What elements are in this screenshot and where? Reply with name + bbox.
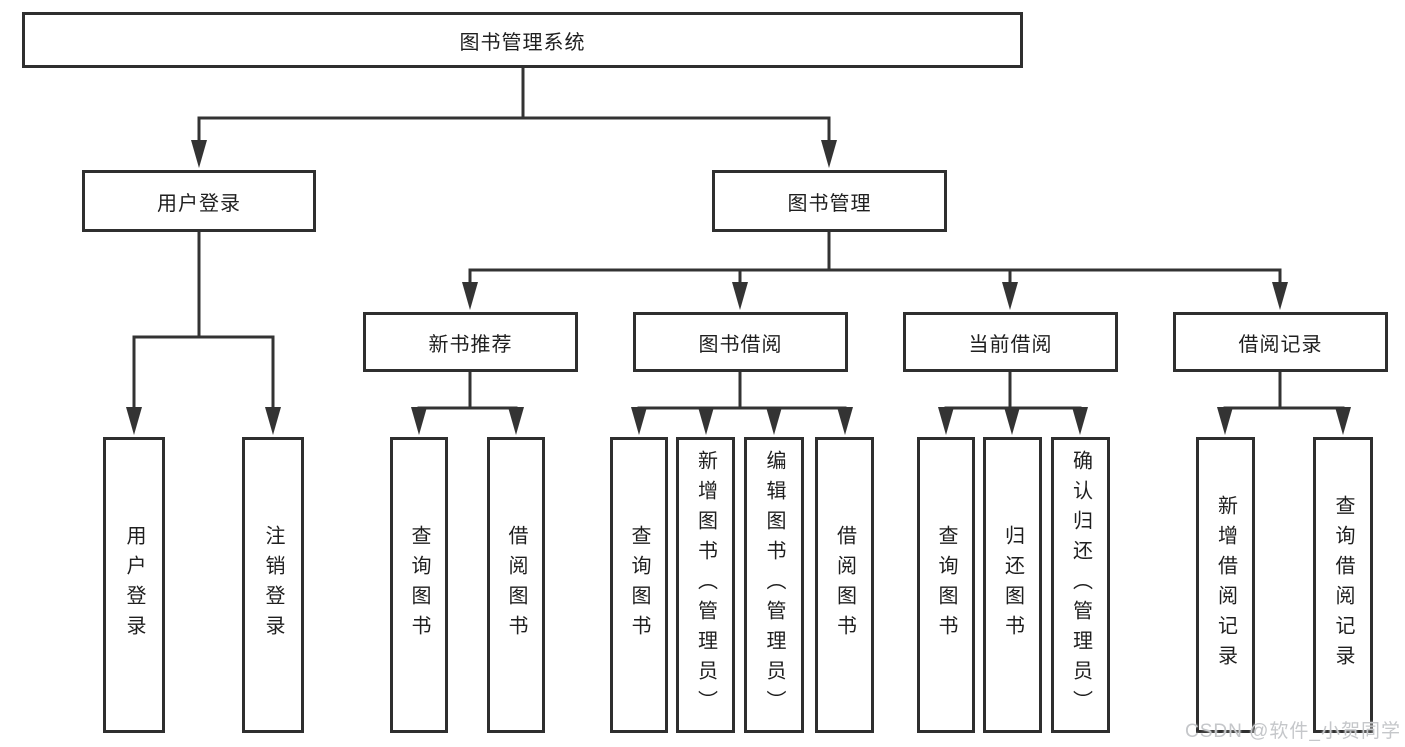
leaf-logout-label: 注销登录: [262, 525, 284, 645]
node-borrow-records: 借阅记录: [1173, 312, 1388, 372]
leaf-user-login: 用户登录: [103, 437, 165, 733]
leaf-borrow-books-2-label: 借阅图书: [833, 525, 856, 645]
leaf-add-book-admin-label: 新增图书（管理员）: [694, 450, 717, 720]
node-current-borrow-label: 当前借阅: [968, 333, 1053, 356]
node-new-book-recommend-label: 新书推荐: [428, 333, 513, 356]
leaf-borrow-books-2: 借阅图书: [815, 437, 874, 733]
connector-userlogin-to-leaves: [126, 230, 281, 435]
node-current-borrow: 当前借阅: [903, 312, 1118, 372]
leaf-query-books-2-label: 查询图书: [628, 525, 650, 645]
leaf-query-books-2: 查询图书: [610, 437, 668, 733]
connector-records-to-leaves: [1217, 370, 1351, 435]
connector-bookmgmt-to-level3: [462, 230, 1288, 310]
leaf-confirm-return-admin: 确认归还（管理员）: [1051, 437, 1110, 733]
leaf-user-login-label: 用户登录: [123, 525, 145, 645]
leaf-query-borrow-record: 查询借阅记录: [1313, 437, 1373, 733]
connector-bookborrow-to-leaves: [631, 370, 853, 435]
connector-root-to-level2: [191, 66, 837, 168]
connector-currentborrow-to-leaves: [938, 370, 1088, 435]
leaf-query-books-1: 查询图书: [390, 437, 448, 733]
leaf-borrow-books-1: 借阅图书: [487, 437, 545, 733]
leaf-add-borrow-record: 新增借阅记录: [1196, 437, 1255, 733]
node-borrow-records-label: 借阅记录: [1238, 333, 1323, 356]
leaf-query-borrow-record-label: 查询借阅记录: [1332, 495, 1354, 675]
leaf-edit-book-admin-label: 编辑图书（管理员）: [763, 450, 785, 720]
node-library-system-label: 图书管理系统: [459, 31, 586, 54]
node-book-management: 图书管理: [712, 170, 947, 232]
leaf-edit-book-admin: 编辑图书（管理员）: [744, 437, 804, 733]
node-library-system: 图书管理系统: [22, 12, 1023, 68]
node-book-borrow-label: 图书借阅: [698, 333, 783, 356]
node-book-management-label: 图书管理: [787, 192, 872, 215]
leaf-borrow-books-1-label: 借阅图书: [505, 525, 527, 645]
node-user-login: 用户登录: [82, 170, 316, 232]
leaf-add-book-admin: 新增图书（管理员）: [676, 437, 735, 733]
node-new-book-recommend: 新书推荐: [363, 312, 578, 372]
leaf-return-book: 归还图书: [983, 437, 1042, 733]
leaf-return-book-label: 归还图书: [1001, 525, 1024, 645]
node-user-login-label: 用户登录: [157, 192, 241, 215]
leaf-query-books-1-label: 查询图书: [408, 525, 430, 645]
leaf-query-books-3-label: 查询图书: [935, 525, 957, 645]
connector-newbook-to-leaves: [411, 370, 524, 435]
leaf-query-books-3: 查询图书: [917, 437, 975, 733]
leaf-add-borrow-record-label: 新增借阅记录: [1214, 495, 1237, 675]
leaf-logout: 注销登录: [242, 437, 304, 733]
node-book-borrow: 图书借阅: [633, 312, 848, 372]
leaf-confirm-return-admin-label: 确认归还（管理员）: [1069, 450, 1092, 720]
